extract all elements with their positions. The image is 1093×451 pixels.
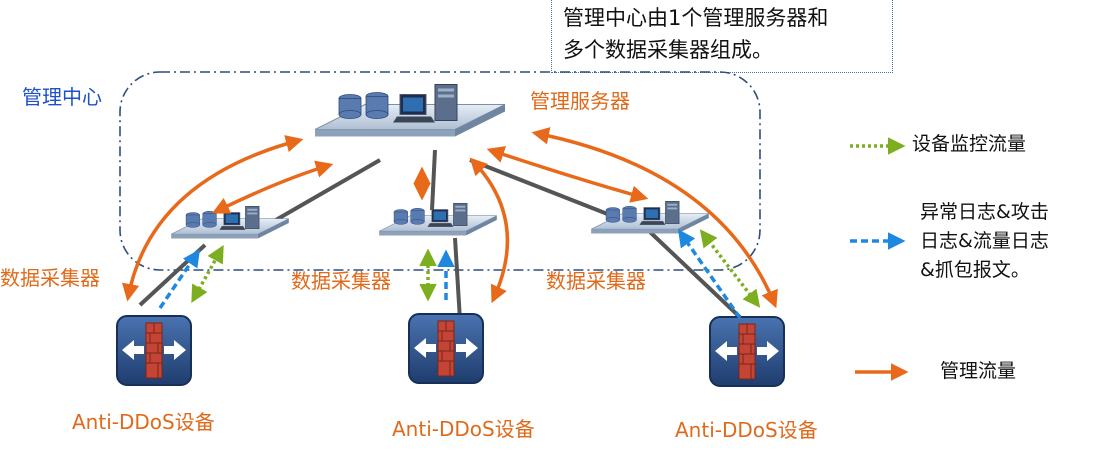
- collector-left-icon: [170, 205, 290, 239]
- management-center-label: 管理中心: [22, 85, 102, 109]
- anti-ddos-device-middle-icon: [407, 312, 485, 385]
- collector-right-label: 数据采集器: [546, 269, 646, 293]
- legend-logs-line-1: 异常日志&攻击: [920, 201, 1049, 223]
- callout-line-2: 多个数据采集器组成。: [563, 38, 773, 62]
- legend-monitor-label: 设备监控流量: [912, 133, 1027, 155]
- callout-line-1: 管理中心由1个管理服务器和: [563, 6, 829, 30]
- management-traffic-arrows: [121, 127, 778, 309]
- log-traffic-arrows: [158, 229, 742, 320]
- management-server-icon: [314, 83, 506, 138]
- management-server-label: 管理服务器: [530, 89, 630, 113]
- legend-logs-line-3: &抓包报文。: [920, 259, 1030, 281]
- collector-middle-label: 数据采集器: [291, 269, 391, 293]
- collector-middle-icon: [378, 202, 498, 236]
- device-middle-label: Anti-DDoS设备: [392, 417, 535, 441]
- callout-box: [551, 0, 893, 73]
- collector-left-label: 数据采集器: [0, 266, 100, 290]
- legend-logs-line-2: 日志&流量日志: [920, 230, 1049, 252]
- collector-right-icon: [590, 200, 710, 234]
- device-monitoring-arrows: [191, 229, 761, 308]
- device-right-label: Anti-DDoS设备: [675, 418, 818, 442]
- device-left-label: Anti-DDoS设备: [72, 410, 215, 434]
- legend-management-label: 管理流量: [940, 360, 1017, 382]
- anti-ddos-device-left-icon: [115, 314, 193, 387]
- anti-ddos-device-right-icon: [708, 315, 786, 388]
